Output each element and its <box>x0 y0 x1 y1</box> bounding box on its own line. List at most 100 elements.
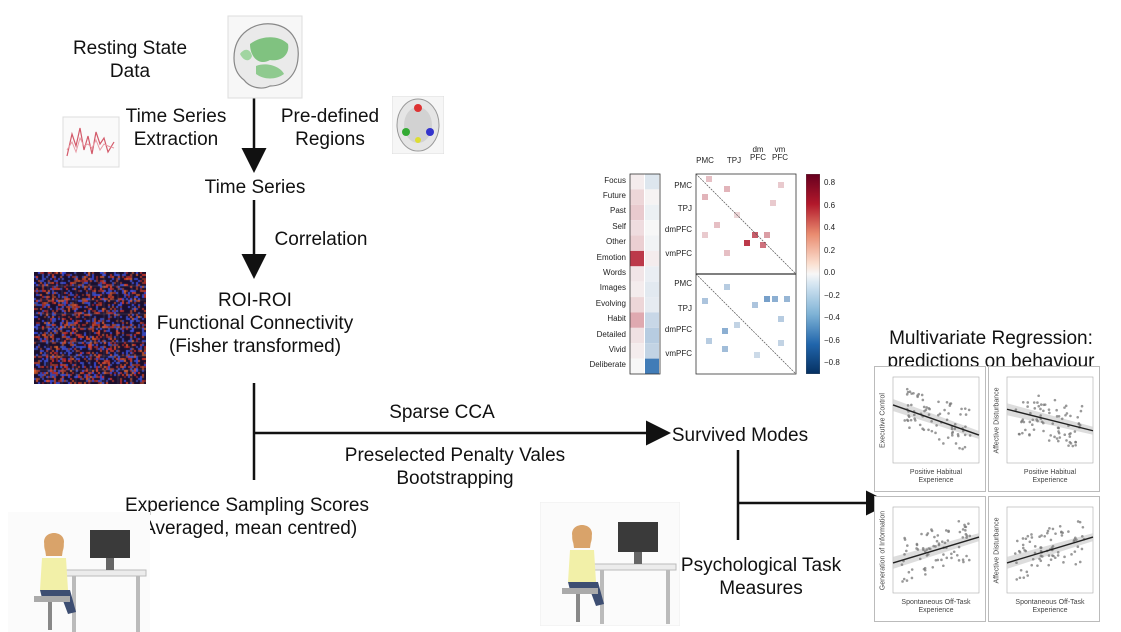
roi-weight-cell <box>702 298 708 304</box>
scatter-point <box>1047 439 1051 442</box>
thought-heat-cell <box>645 235 659 251</box>
predefined-regions-label: Pre-defined Regions <box>280 106 380 151</box>
scatter-point <box>1041 421 1045 425</box>
scatter-ylabel: Affective Disturbance <box>993 517 1001 584</box>
scatter-point <box>1057 430 1060 433</box>
scatter-point <box>1073 430 1077 433</box>
scatter-point <box>905 387 909 391</box>
scatter-point <box>1026 534 1030 538</box>
roi-weight-cell <box>770 200 776 206</box>
scatter-point <box>930 528 933 531</box>
scatter-point <box>933 535 936 539</box>
resting-state-label: Resting State Data <box>72 38 188 83</box>
region-group-label-top: PMC <box>696 156 714 165</box>
scatter-point <box>945 418 949 422</box>
scatter-point <box>910 576 914 580</box>
region-label-lower: PMC <box>674 279 692 288</box>
roi-weight-cell <box>724 186 730 192</box>
scatter-point <box>1053 398 1057 402</box>
scatter-point <box>965 534 969 537</box>
scatter-point <box>927 553 930 556</box>
scatter-point <box>1040 534 1043 537</box>
scatter-point <box>910 403 913 407</box>
scatter-point <box>1021 400 1025 404</box>
scatter-point <box>922 405 926 409</box>
thought-heat-cell <box>645 312 659 328</box>
scatter-point <box>953 422 957 426</box>
scatter-point <box>1065 412 1069 415</box>
thought-label: Detailed <box>596 329 626 339</box>
scatter-point <box>1062 561 1065 564</box>
scatter-ylabel: Affective Disturbance <box>993 387 1001 454</box>
scatter-point <box>1053 556 1057 560</box>
scatter-point <box>1076 545 1080 548</box>
scatter-point <box>1028 540 1032 544</box>
scatter-point <box>1046 529 1050 533</box>
scatter-point <box>1079 409 1083 413</box>
scatter-point <box>1063 555 1066 559</box>
region-label-upper: vmPFC <box>665 249 692 258</box>
scatter-point <box>1076 520 1080 523</box>
scatter-point <box>1068 432 1071 436</box>
scatter-point <box>1030 563 1034 567</box>
scatter-point <box>935 424 938 427</box>
scatter-point <box>965 554 968 558</box>
scatter-point <box>1057 414 1061 418</box>
roi-weight-cell <box>706 338 712 344</box>
scatter-point <box>1043 403 1047 406</box>
scatter-point <box>1051 527 1055 531</box>
colorbar-tick-label: 0.2 <box>824 245 836 255</box>
scatter-point <box>915 547 918 550</box>
thought-heat-cell <box>645 189 659 205</box>
colorbar <box>806 174 820 374</box>
scatter-point <box>943 541 947 545</box>
scatter-ylabel: Generation of Information <box>879 510 887 591</box>
scatter-point <box>1063 433 1067 437</box>
brain-illustration <box>227 15 303 99</box>
scatter-point <box>909 418 913 422</box>
scatter-point <box>925 548 929 551</box>
scatter-point <box>940 540 944 544</box>
scatter-point <box>1028 420 1032 424</box>
scatter-point <box>963 433 967 437</box>
scatter-point <box>1039 407 1042 411</box>
scatter-point <box>960 407 963 411</box>
colorbar-tick-label: 0.4 <box>824 223 836 232</box>
thought-heat-cell <box>630 174 644 190</box>
scatter-point <box>935 539 939 543</box>
scatter-point <box>1049 434 1053 437</box>
scatter-point <box>937 438 941 441</box>
roi-weight-cell <box>724 250 730 256</box>
thought-heat-cell <box>630 343 644 359</box>
connectivity-matrix <box>34 272 146 384</box>
scatter-point <box>1021 537 1025 540</box>
scatter-point <box>1054 532 1057 535</box>
thought-label: Focus <box>604 175 626 185</box>
scatter-point <box>1080 547 1084 551</box>
roi-weight-cell <box>778 316 784 322</box>
scatter-point <box>942 564 945 568</box>
thought-label: Evolving <box>595 298 626 308</box>
scatter-point <box>907 570 911 574</box>
scatter-point <box>963 523 966 527</box>
scatter-point <box>1063 406 1066 409</box>
thought-label: Future <box>602 191 626 201</box>
scatter-point <box>942 553 945 556</box>
survived-modes-label: Survived Modes <box>671 425 809 446</box>
regression-line <box>1006 408 1094 432</box>
colorbar-tick-label: −0.6 <box>824 335 840 345</box>
roi-weight-cell <box>772 296 778 302</box>
thought-heat-cell <box>645 327 659 344</box>
scatter-point <box>1055 408 1058 412</box>
scatter-point <box>946 539 950 542</box>
scatter-point <box>1075 538 1078 541</box>
scatter-point <box>943 408 946 412</box>
scatter-point <box>937 400 940 404</box>
scatter-point <box>1033 545 1037 548</box>
thought-heat-cell <box>645 250 659 267</box>
scatter-ylabel: Executive Control <box>879 393 887 448</box>
person-at-desk-illustration-left <box>8 512 150 632</box>
